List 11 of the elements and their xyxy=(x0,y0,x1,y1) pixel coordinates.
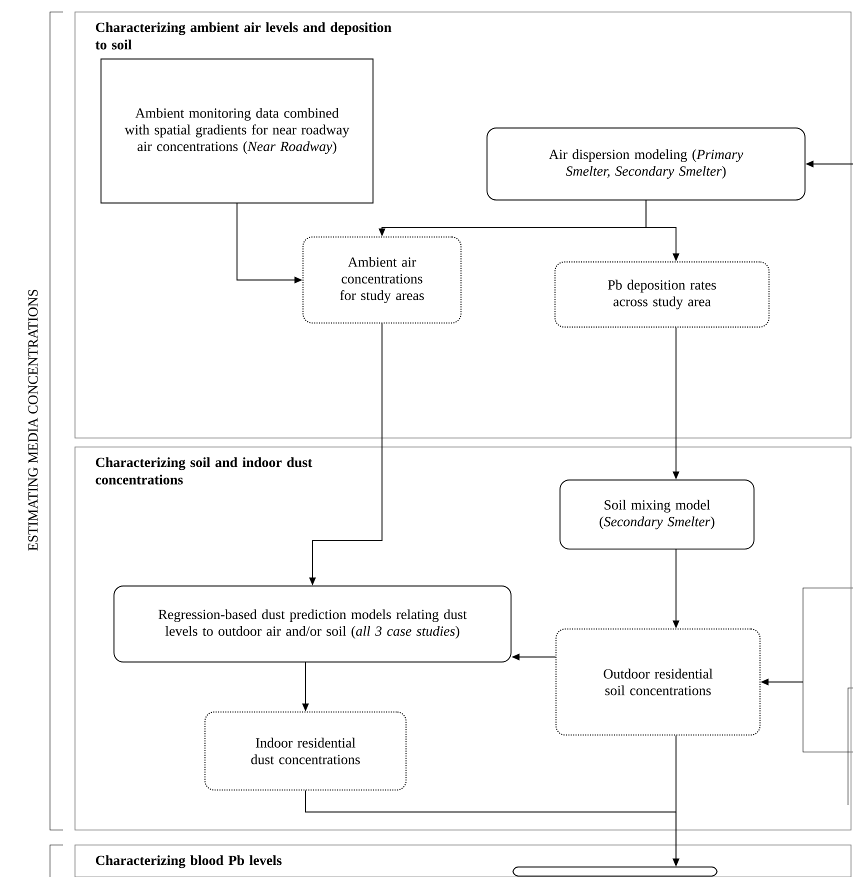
process-box: Air dispersion modeling (Primary Smelter, Secondary Smelter) xyxy=(486,128,806,200)
process-box xyxy=(512,866,718,876)
result-box: Pb deposition rates across study area xyxy=(554,261,770,328)
process-box: Soil mixing model (Secondary Smelter) xyxy=(560,480,754,550)
process-box: Regression-based dust prediction models relating dust levels to outdoor air and/or soil (all 3 case studies) xyxy=(114,586,512,662)
result-box: Indoor residential dust concentrations xyxy=(204,711,407,791)
result-box: Ambient air concentrations for study areas xyxy=(302,236,462,324)
section-panel: Characterizing blood Pb levels xyxy=(74,844,852,877)
result-box: Outdoor residential soil concentrations xyxy=(555,628,761,736)
process-box: Ambient monitoring data combined with spatial gradients for near roadway air concentrations (Near Roadway) xyxy=(100,58,374,204)
side-label: ESTIMATING MEDIA CONCENTRATIONS xyxy=(28,290,38,551)
